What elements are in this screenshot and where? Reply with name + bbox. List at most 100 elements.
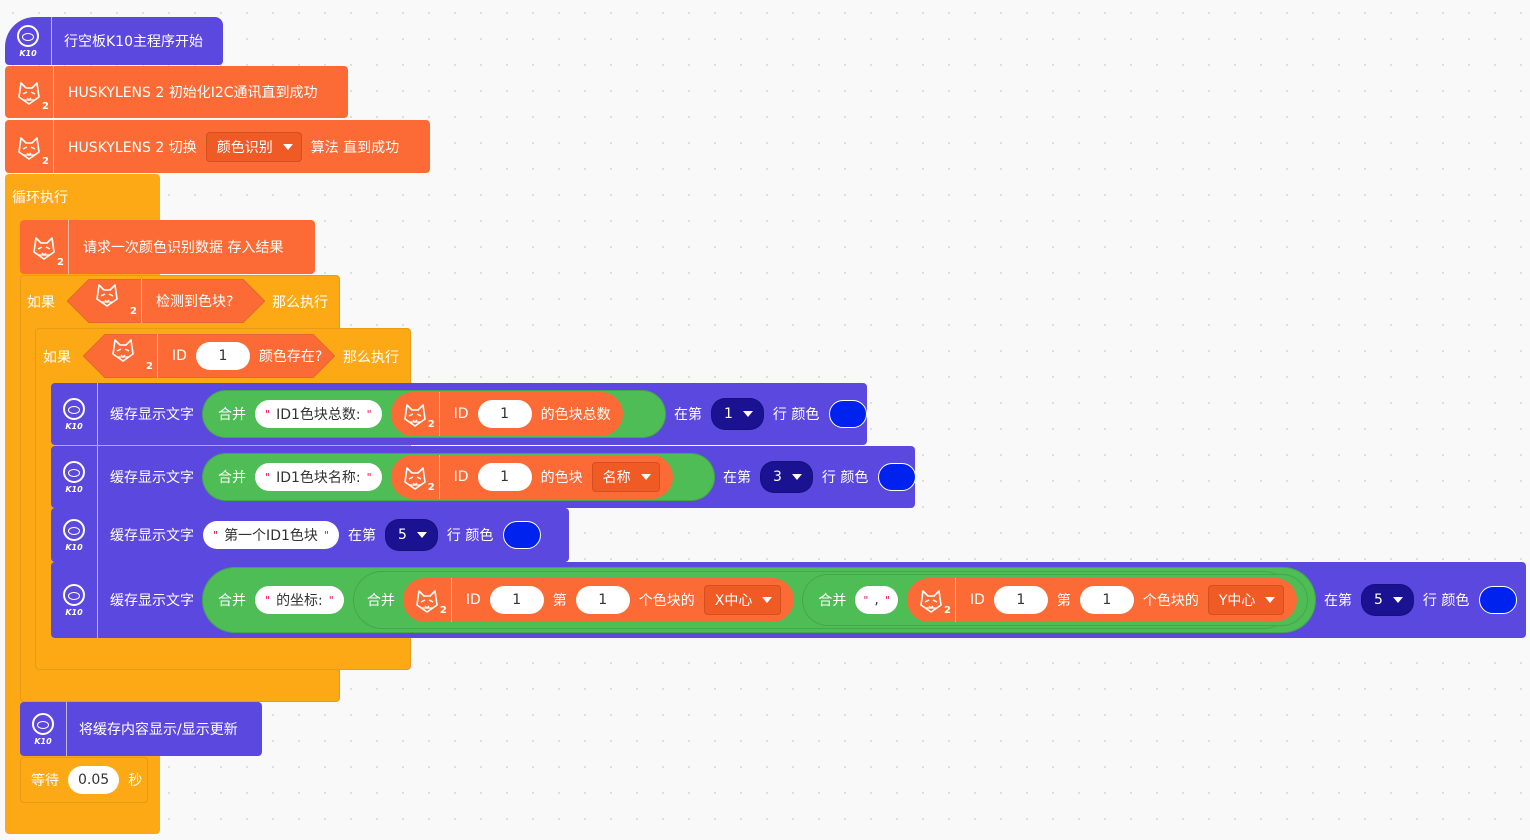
k10-icon: K10: [51, 508, 98, 562]
huskylens-switch-algorithm-block[interactable]: 2 HUSKYLENS 2 切换 颜色识别 算法 直到成功: [5, 120, 430, 173]
chevron-down-icon: [282, 143, 293, 150]
join-label: 合并: [366, 593, 395, 609]
wait-unit: 秒: [128, 773, 143, 789]
id-label: ID: [453, 406, 469, 422]
wait-block[interactable]: 等待 0.05 秒: [20, 757, 148, 803]
x-center-reporter[interactable]: 2 ID 1 第 1 个色块的 X中心: [402, 578, 795, 622]
if2-if-label: 如果: [43, 350, 71, 366]
k10-icon: K10: [51, 383, 98, 445]
if2-condition: 颜色存在?: [258, 349, 323, 365]
color-picker[interactable]: [503, 521, 542, 549]
request-color-data-block[interactable]: 2 请求一次颜色识别数据 存入结果: [20, 220, 315, 274]
huskylens-icon: 2: [5, 66, 54, 118]
display-refresh-block[interactable]: K10 将缓存内容显示/显示更新: [20, 702, 262, 756]
id-input[interactable]: 1: [489, 586, 544, 614]
huskylens-icon: 2: [403, 578, 452, 622]
chevron-down-icon: [742, 411, 753, 417]
join-operator[interactable]: 合并 ID1色块总数: 2 ID 1 的色块总数: [202, 390, 666, 438]
detected-color-block-condition[interactable]: 2 检测到色块?: [67, 279, 265, 323]
id-input[interactable]: 1: [195, 342, 250, 370]
row-at-label: 在第: [347, 528, 376, 544]
cache-display-label: 缓存显示文字: [110, 470, 194, 486]
if1-if-label: 如果: [27, 295, 55, 311]
huskylens-icon: 2: [391, 392, 440, 436]
huskylens-icon: 2: [20, 220, 69, 274]
row-color-label: 行 颜色: [821, 470, 869, 486]
id-label: ID: [465, 592, 481, 608]
huskylens-init-block[interactable]: 2 HUSKYLENS 2 初始化I2C通讯直到成功: [5, 66, 348, 118]
chevron-down-icon: [416, 532, 427, 538]
nth-input[interactable]: 1: [1079, 586, 1134, 614]
row-dropdown[interactable]: 1: [711, 398, 764, 430]
chevron-down-icon: [640, 474, 651, 480]
forever-label: 循环执行: [12, 190, 68, 206]
nth-label: 第: [552, 593, 567, 609]
request-label: 请求一次颜色识别数据 存入结果: [83, 240, 284, 256]
huskylens-icon: 2: [391, 455, 440, 499]
join-operator-outer[interactable]: 合并 的坐标: 合并 2 ID 1 第 1 个色块的 X中心 合并 , 2 ID…: [202, 567, 1316, 633]
color-picker[interactable]: [829, 400, 868, 428]
switch-prefix: HUSKYLENS 2 切换: [68, 139, 197, 156]
chevron-down-icon: [1392, 597, 1403, 603]
id-input[interactable]: 1: [477, 463, 532, 491]
id-label: ID: [969, 592, 985, 608]
switch-suffix: 算法 直到成功: [310, 139, 400, 156]
chevron-down-icon: [762, 597, 773, 603]
color-picker[interactable]: [878, 463, 917, 491]
cache-display-label: 缓存显示文字: [110, 593, 194, 609]
init-label: HUSKYLENS 2 初始化I2C通讯直到成功: [68, 85, 318, 101]
join-operator-inner[interactable]: 合并 , 2 ID 1 第 1 个色块的 Y中心: [802, 574, 1309, 626]
text-input[interactable]: 第一个ID1色块: [203, 521, 339, 549]
text-input[interactable]: 的坐标:: [255, 586, 344, 614]
row-at-label: 在第: [674, 407, 702, 423]
algorithm-dropdown[interactable]: 颜色识别: [205, 131, 302, 162]
row-color-label: 行 颜色: [446, 528, 494, 544]
row-color-label: 行 颜色: [772, 407, 820, 423]
cache-display-text-block-1[interactable]: K10 缓存显示文字 合并 ID1色块总数: 2 ID 1 的色块总数 在第 1…: [51, 383, 868, 445]
wait-seconds-input[interactable]: 0.05: [68, 766, 120, 794]
k10-icon: K10: [51, 446, 98, 508]
nth-input[interactable]: 1: [575, 586, 630, 614]
color-block-property-reporter[interactable]: 2 ID 1 的色块 名称: [390, 455, 673, 499]
comma-text-input[interactable]: ,: [855, 586, 898, 614]
row-color-label: 行 颜色: [1422, 593, 1470, 609]
id-input[interactable]: 1: [993, 586, 1048, 614]
row-dropdown[interactable]: 3: [760, 461, 813, 493]
k10-icon: K10: [20, 702, 67, 756]
cache-display-text-block-3[interactable]: K10 缓存显示文字 第一个ID1色块 在第 5 行 颜色: [51, 508, 569, 562]
join-operator[interactable]: 合并 ID1色块名称: 2 ID 1 的色块 名称: [202, 453, 715, 501]
cache-display-text-block-4[interactable]: K10 缓存显示文字 合并 的坐标: 合并 2 ID 1 第 1 个色块的 X中…: [51, 562, 1526, 638]
cache-display-label: 缓存显示文字: [110, 528, 194, 544]
huskylens-icon: 2: [907, 578, 956, 622]
row-at-label: 在第: [723, 470, 751, 486]
row-dropdown[interactable]: 5: [1361, 584, 1414, 616]
id-color-exists-condition[interactable]: 2 ID 1 颜色存在?: [83, 334, 335, 378]
main-program-start-block[interactable]: K10 行空板K10主程序开始: [5, 17, 223, 65]
y-center-reporter[interactable]: 2 ID 1 第 1 个色块的 Y中心: [906, 578, 1298, 622]
color-picker[interactable]: [1479, 586, 1518, 614]
huskylens-icon: 2: [109, 334, 158, 378]
text-input[interactable]: ID1色块总数:: [255, 400, 382, 428]
join-label: 合并: [218, 407, 246, 423]
huskylens-icon: 2: [5, 120, 54, 173]
cache-display-label: 缓存显示文字: [110, 407, 194, 423]
join-label: 合并: [818, 593, 847, 609]
text-input[interactable]: ID1色块名称:: [255, 463, 382, 491]
chevron-down-icon: [791, 474, 802, 480]
join-label: 合并: [218, 470, 246, 486]
id-input[interactable]: 1: [477, 400, 532, 428]
color-block-count-reporter[interactable]: 2 ID 1 的色块总数: [390, 392, 623, 436]
x-center-dropdown[interactable]: X中心: [703, 585, 782, 615]
refresh-label: 将缓存内容显示/显示更新: [79, 722, 238, 738]
join-operator-middle[interactable]: 合并 2 ID 1 第 1 个色块的 X中心 合并 , 2 ID 1 第 1: [352, 571, 1309, 629]
nth-label: 第: [1056, 593, 1071, 609]
property-dropdown[interactable]: 名称: [591, 462, 660, 492]
cache-display-text-block-2[interactable]: K10 缓存显示文字 合并 ID1色块名称: 2 ID 1 的色块 名称 在第 …: [51, 446, 917, 508]
row-at-label: 在第: [1324, 593, 1352, 609]
huskylens-icon: 2: [93, 279, 142, 323]
y-center-dropdown[interactable]: Y中心: [1207, 585, 1285, 615]
row-dropdown[interactable]: 5: [384, 519, 438, 551]
start-label: 行空板K10主程序开始: [64, 34, 203, 50]
chevron-down-icon: [1265, 597, 1276, 603]
id-label: ID: [172, 348, 187, 364]
